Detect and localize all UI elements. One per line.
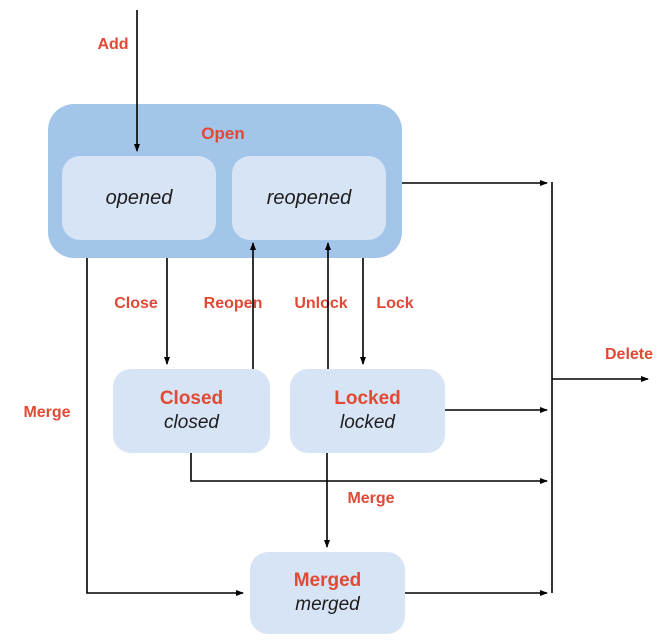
state-merged: Merged merged: [250, 552, 405, 634]
label-lock: Lock: [376, 295, 414, 312]
edge-closed-to-delete-arrow: [190, 453, 548, 484]
label-unlock: Unlock: [294, 295, 348, 312]
state-locked: Locked locked: [290, 369, 445, 453]
label-delete: Delete: [604, 346, 654, 363]
label-close: Close: [114, 295, 158, 312]
label-reopen: Reopen: [203, 295, 263, 312]
state-closed: Closed closed: [113, 369, 270, 453]
label-merge-center: Merge: [347, 490, 395, 507]
state-locked-title: Locked: [334, 388, 401, 409]
label-add: Add: [97, 36, 129, 53]
state-merged-title: Merged: [293, 570, 362, 591]
open-container-label: Open: [201, 124, 245, 143]
state-closed-title: Closed: [159, 388, 224, 409]
state-opened: opened: [62, 156, 216, 240]
label-merge-left: Merge: [23, 404, 71, 421]
state-opened-label: opened: [105, 187, 173, 209]
state-merged-subtitle: merged: [295, 594, 360, 615]
state-reopened: reopened: [232, 156, 386, 240]
state-closed-subtitle: closed: [164, 412, 219, 433]
state-locked-subtitle: locked: [340, 412, 395, 433]
state-reopened-label: reopened: [266, 187, 352, 209]
